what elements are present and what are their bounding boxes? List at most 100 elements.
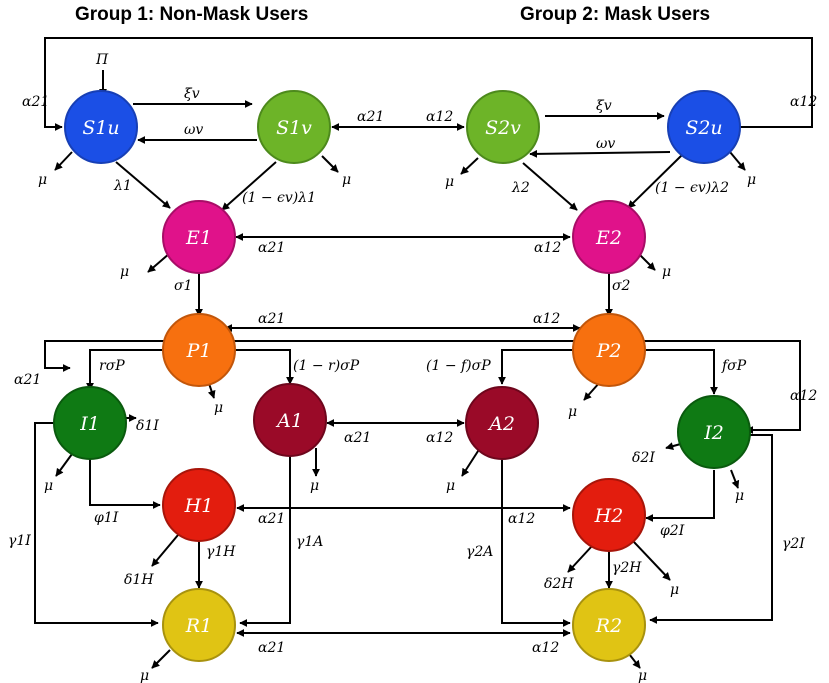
node-i2-label: I2 (703, 422, 724, 444)
label-alpha12-r: α12 (532, 640, 559, 656)
label-eps-lambda2: (1 − ϵv)λ2 (655, 180, 729, 196)
node-e1-label: E1 (185, 227, 212, 249)
edge-s1v-e1 (221, 161, 277, 211)
label-mu-s2u: μ (747, 172, 756, 188)
label-xi-v-2: ξv (596, 98, 612, 114)
node-a1-label: A1 (275, 410, 303, 432)
node-r2-circle (572, 588, 646, 662)
label-sigma2: σ2 (612, 278, 631, 294)
edge-i2-r2 (649, 434, 773, 624)
node-h2-label: H2 (594, 505, 624, 527)
node-i2-circle (677, 395, 751, 469)
label-delta1i: δ1I (136, 418, 159, 434)
group1-title: Group 1: Non-Mask Users (75, 4, 308, 25)
label-gamma2h: γ2H (612, 560, 642, 576)
edge-labels: Π α21 ξv ωv α21 α12 ξv ωv α12 μ μ μ μ λ1… (8, 52, 817, 683)
label-omega-v-2: ωv (596, 136, 615, 152)
label-phi1i: φ1I (94, 510, 119, 526)
node-e2-label: E2 (595, 227, 622, 249)
node-h1-circle (162, 468, 236, 542)
edge-a2-r2 (501, 460, 571, 627)
edge-s1v-mu (321, 155, 339, 173)
label-delta2h: δ2H (544, 576, 574, 592)
node-e1: E1 (162, 200, 236, 274)
label-mu-s1u: μ (38, 172, 47, 188)
node-s1u: S1u (64, 90, 138, 164)
label-alpha12-e: α12 (534, 240, 561, 256)
edge-r1-mu (151, 649, 171, 669)
label-mu-r1: μ (140, 668, 149, 683)
edge-p1-a1 (232, 349, 294, 385)
label-mu-i2: μ (735, 488, 744, 504)
edge-i2-h2 (645, 470, 715, 522)
label-mu-a2: μ (446, 478, 455, 494)
group2-title: Group 2: Mask Users (520, 4, 710, 25)
label-delta1h: δ1H (124, 572, 154, 588)
node-h2: H2 (572, 478, 646, 552)
node-e1-circle (162, 200, 236, 274)
label-mu-e1: μ (120, 264, 129, 280)
node-s1u-circle (64, 90, 138, 164)
node-s1v-label: S1v (276, 117, 312, 139)
nodes: S1u S1v S2v S2u E1 E2 P1 P2 (53, 90, 751, 662)
edge-s2u-s2v (529, 149, 671, 158)
label-lambda2: λ2 (511, 180, 530, 196)
edge-s1u-mu (54, 151, 73, 171)
label-phi2i: φ2I (660, 523, 685, 539)
label-alpha12-i: α12 (790, 388, 817, 404)
node-p2: P2 (572, 313, 646, 387)
label-gamma2a: γ2A (466, 544, 493, 560)
edge-s2v-mu (460, 157, 479, 175)
node-e2: E2 (572, 200, 646, 274)
node-p2-circle (572, 313, 646, 387)
node-a1: A1 (253, 383, 327, 457)
edge-s2u-e2 (627, 154, 683, 209)
label-alpha21-s1u: α21 (22, 94, 49, 110)
node-a1-circle (253, 383, 327, 457)
label-alpha21-e: α21 (258, 240, 285, 256)
edges (34, 37, 813, 669)
node-r1: R1 (162, 588, 236, 662)
label-delta2i: δ2I (632, 450, 655, 466)
label-alpha12-a: α12 (426, 430, 453, 446)
edge-s2u-mu (729, 151, 746, 171)
label-alpha12-s2u: α12 (790, 94, 817, 110)
label-alpha21-r: α21 (258, 640, 285, 656)
edge-p1-i1 (86, 349, 163, 391)
label-alpha21-a: α21 (344, 430, 371, 446)
node-s2u-label: S2u (685, 117, 722, 139)
label-1mf-sigmap: (1 − f)σP (426, 358, 491, 374)
node-h1: H1 (162, 468, 236, 542)
node-r2-label: R2 (595, 615, 622, 637)
edge-a2-mu (461, 447, 481, 477)
edge-i1-mu (55, 453, 73, 477)
label-gamma1h: γ1H (206, 544, 236, 560)
edge-h1-delta (151, 534, 179, 567)
label-gamma1a: γ1A (296, 534, 323, 550)
label-1mr-sigmap: (1 − r)σP (293, 358, 360, 374)
node-a2-label: A2 (487, 413, 515, 435)
node-s1u-label: S1u (82, 117, 119, 139)
node-a2-circle (465, 386, 539, 460)
node-i2: I2 (677, 395, 751, 469)
label-mu-s2v: μ (445, 174, 454, 190)
node-i1: I1 (53, 386, 127, 460)
label-mu-r2: μ (638, 668, 647, 683)
edge-s2v-e2 (522, 162, 578, 211)
node-s1v-circle (257, 90, 331, 164)
node-s2u: S2u (667, 90, 741, 164)
label-pi: Π (95, 52, 109, 68)
node-r2: R2 (572, 588, 646, 662)
node-s2v: S2v (466, 90, 540, 164)
node-p1-circle (162, 313, 236, 387)
label-gamma2i: γ2I (782, 536, 805, 552)
label-alpha21-h: α21 (258, 511, 285, 527)
node-i1-circle (53, 386, 127, 460)
node-p1-label: P1 (186, 340, 212, 362)
label-mu-a1: μ (310, 478, 319, 494)
node-s2v-label: S2v (485, 117, 521, 139)
label-alpha12-s: α12 (426, 109, 453, 125)
label-f-sigmap: fσP (721, 358, 747, 374)
